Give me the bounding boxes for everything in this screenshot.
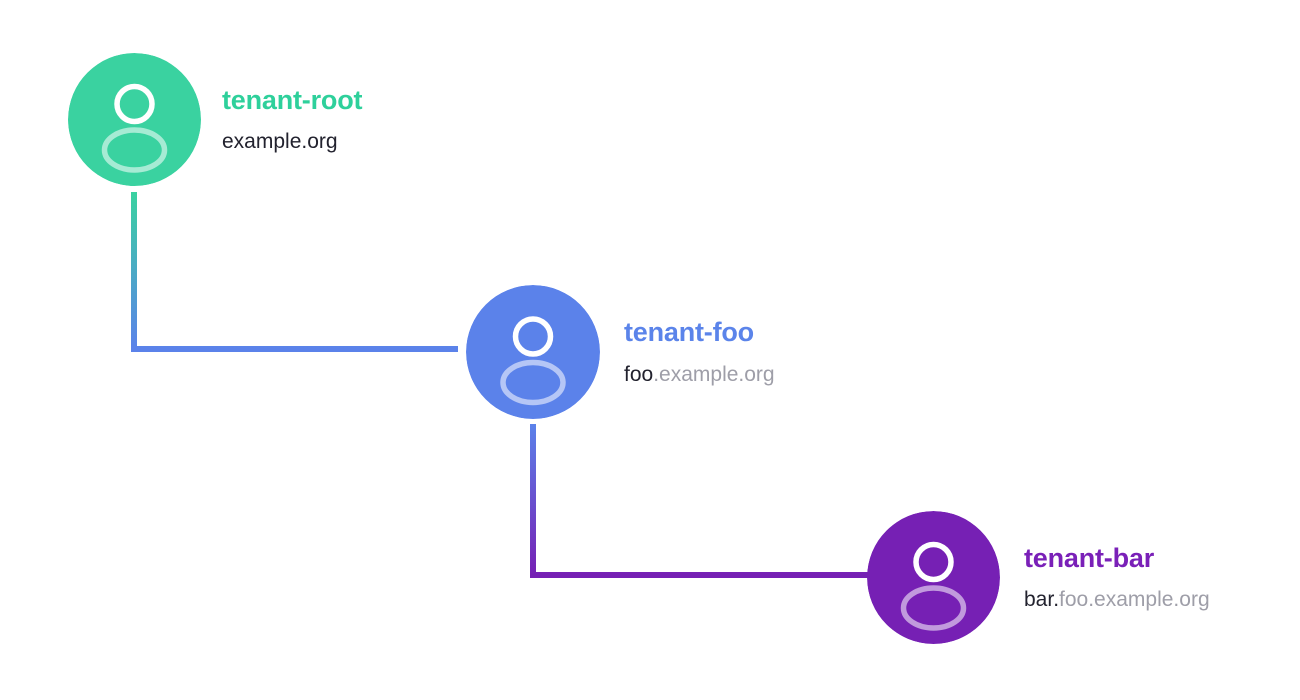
node-subtitle-suffix: .example.org [653, 362, 775, 386]
user-avatar-icon [68, 53, 201, 186]
node-subtitle: example.org [222, 130, 362, 153]
edge-foo-to-bar [530, 424, 870, 578]
node-subtitle-prefix: bar. [1024, 588, 1060, 612]
node-subtitle-suffix: foo.example.org [1059, 588, 1210, 612]
avatar-body [500, 359, 566, 406]
node-subtitle: foo.example.org [624, 363, 775, 386]
node-labels: tenant-root example.org [222, 84, 363, 153]
user-avatar-icon [867, 511, 1000, 644]
node-title: tenant-root [222, 84, 363, 115]
node-subtitle-prefix: example.org [222, 130, 338, 154]
edge-root-to-foo [131, 192, 458, 352]
user-avatar-icon [466, 285, 600, 419]
node-labels: tenant-bar bar.foo.example.org [1024, 542, 1210, 611]
avatar-body [101, 127, 168, 173]
node-title: tenant-foo [624, 317, 754, 348]
node-subtitle-prefix: foo [624, 362, 654, 386]
node-tenant-bar[interactable]: tenant-bar bar.foo.example.org [867, 511, 1210, 644]
avatar-body [900, 585, 967, 631]
avatar-head [114, 83, 155, 125]
node-subtitle: bar.foo.example.org [1024, 588, 1210, 611]
node-title: tenant-bar [1024, 542, 1155, 573]
node-tenant-root[interactable]: tenant-root example.org [68, 53, 362, 186]
node-tenant-foo[interactable]: tenant-foo foo.example.org [466, 285, 775, 419]
avatar-head [913, 541, 954, 583]
avatar-head [512, 316, 554, 357]
node-labels: tenant-foo foo.example.org [624, 317, 775, 386]
